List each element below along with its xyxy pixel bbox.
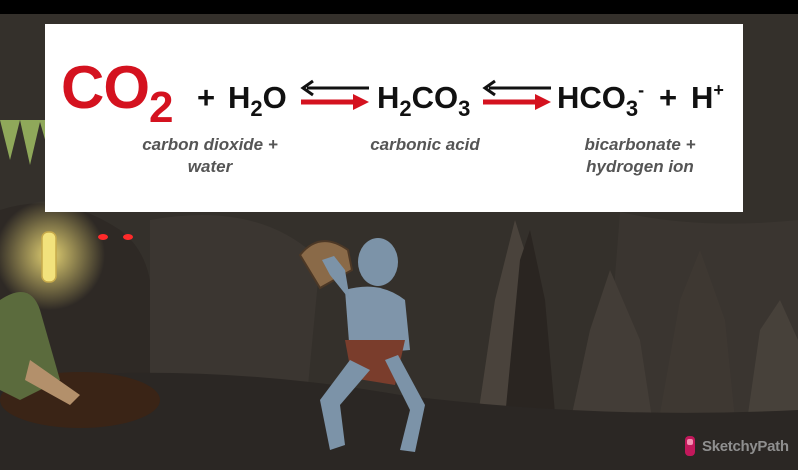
reactants-label-line2: water	[187, 157, 233, 176]
equation-card: CO2 + H2O H2CO3 HCO3- + H+ carbon dioxid…	[45, 24, 743, 212]
brand-name: SketchyPath	[702, 437, 789, 455]
hydrogen-ion-formula: H+	[691, 80, 724, 115]
carbonic-acid-formula: H2CO3	[377, 80, 471, 121]
plus-sign-1: +	[197, 80, 216, 115]
reactants-label-line1: carbon dioxide +	[142, 135, 278, 154]
chemical-equation: CO2 + H2O H2CO3 HCO3- + H+	[45, 24, 743, 144]
equilibrium-arrows-icon	[300, 79, 369, 110]
sketchypath-logo: SketchyPath	[682, 432, 789, 460]
sketchy-logo-icon	[685, 436, 695, 456]
products-label-line1: bicarbonate +	[584, 135, 696, 154]
bicarbonate-formula: HCO3-	[557, 80, 645, 121]
products-label: bicarbonate + hydrogen ion	[555, 134, 725, 178]
reactants-label: carbon dioxide + water	[115, 134, 305, 178]
plus-sign-2: +	[659, 80, 678, 115]
equilibrium-arrows-icon	[482, 79, 551, 110]
water-formula: H2O	[228, 80, 287, 121]
top-black-bar	[0, 0, 798, 14]
products-label-line2: hydrogen ion	[586, 157, 694, 176]
carbon-dioxide-formula: CO2	[61, 54, 174, 132]
intermediate-label: carbonic acid	[370, 135, 480, 154]
